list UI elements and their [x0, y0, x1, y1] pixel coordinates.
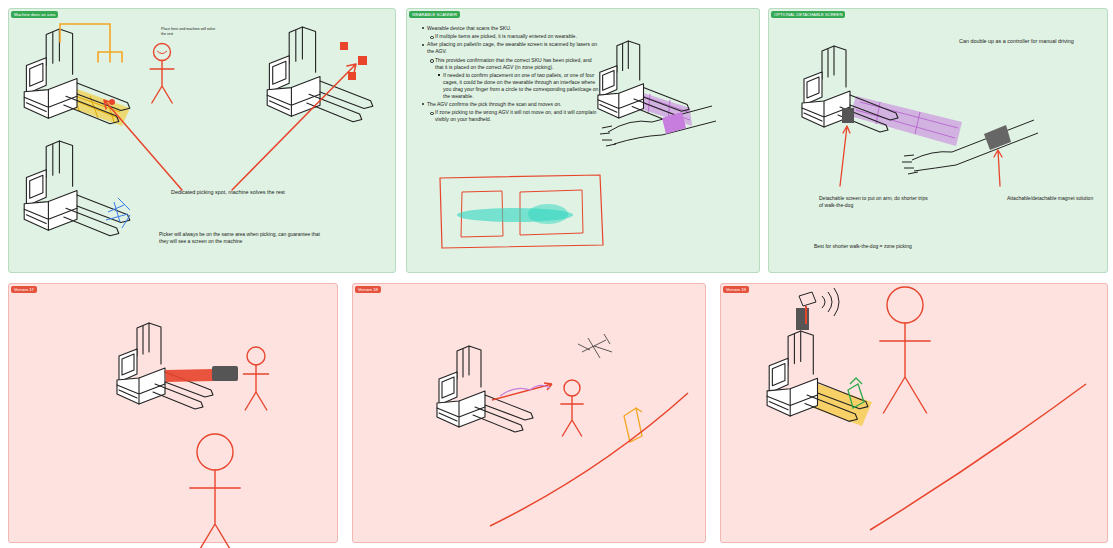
panel-one-sketch [66, 88, 130, 126]
panel-three-sketch [840, 126, 850, 186]
note-text: Can double up as a controller for manual… [959, 38, 1099, 45]
panel-three-sketch [856, 102, 958, 138]
panel-one-sketch [104, 100, 182, 190]
panel-one-sketch [358, 56, 367, 65]
panel-five-sketch [500, 385, 550, 396]
panel-six-sketch [799, 292, 816, 306]
panel-five-sketch [561, 380, 583, 436]
bullet-text: After placing on pallet/in cage, the wea… [427, 41, 599, 55]
panel-six-sketch [822, 288, 839, 316]
panel-one-sketch [340, 42, 348, 50]
note-text: Picker will always be on the same area w… [159, 231, 327, 244]
panel-three-sketch [994, 150, 1002, 186]
panel-six-sketch [870, 384, 1086, 530]
panel-tag: WEARABLE SCANNER [409, 11, 460, 18]
panel-tag: Machine does an area [11, 11, 58, 18]
panel-tag: Version 18 [355, 286, 381, 293]
bullet-text: This provides confirmation that the corr… [435, 57, 599, 71]
concept-panel: OPTIONAL DETACHABLE SCREEN Can double up … [768, 8, 1108, 273]
panel-four-sketch [243, 347, 268, 410]
panel-two-sketch [598, 41, 689, 123]
panel-tag: OPTIONAL DETACHABLE SCREEN [771, 11, 845, 18]
panel-four-sketch [190, 434, 240, 548]
panel-one-sketch [157, 51, 167, 54]
panel-three-sketch [850, 96, 962, 146]
panel-one-sketch [267, 27, 373, 122]
panel-two-sketch [461, 190, 583, 237]
panel-five-sketch [490, 393, 688, 526]
concept-panel: Machine does an areaPlace here and machi… [8, 8, 396, 273]
panel-one-sketch [24, 141, 130, 236]
panel-two-sketch [600, 106, 716, 146]
panel-six-sketch [848, 378, 864, 408]
panel-three-sketch [802, 46, 898, 132]
panel-six-sketch [805, 306, 807, 324]
panel-five-sketch [624, 408, 642, 442]
panel-two-sketch [640, 94, 690, 120]
panel-tag: Version 17 [11, 286, 37, 293]
panel-three-sketch [842, 108, 854, 123]
panel-three-sketch [802, 46, 1038, 186]
panel-three-sketch [902, 120, 1038, 174]
bullet-text: If zone picking to the wrong AGV it will… [435, 109, 599, 123]
panel-one-sketch [348, 72, 356, 80]
bullet-text: The AGV confirms the pick through the sc… [427, 101, 599, 108]
panel-two-sketch [528, 204, 568, 224]
note-text: Attachable/detachable magnet solution [1007, 195, 1099, 202]
panel-tag: Version 19 [723, 286, 749, 293]
panel-two-sketch [440, 41, 716, 248]
panel-one-sketch [60, 24, 122, 62]
panel-five-sketch [578, 334, 612, 358]
panel-two-sketch [440, 175, 603, 248]
panel-six-sketch [796, 308, 809, 330]
panel-three-sketch [984, 125, 1011, 150]
panel-four-sketch [117, 323, 269, 548]
note-text: Best for shorter walk-the-dog = zone pic… [814, 243, 974, 250]
note-text: Detachable screen to put on arm, do shor… [819, 195, 931, 208]
panel-one-sketch [24, 29, 130, 124]
panel-six-sketch [767, 331, 868, 421]
note-text: Dedicated picking spot, machine solves t… [171, 189, 299, 196]
bullet-text: Wearable device that scans the SKU. [427, 25, 599, 32]
panel-four-sketch [165, 369, 214, 382]
panel-six-sketch [808, 384, 872, 426]
panel-four-sketch [212, 366, 238, 381]
panel-six-sketch [880, 287, 930, 413]
panel-one-sketch [70, 90, 120, 122]
panel-two-sketch [662, 112, 686, 134]
bullet-list: Wearable device that scans the SKU.If mu… [421, 25, 599, 125]
panel-six-sketch [767, 287, 1086, 530]
note-text: Place here and machine will solve the re… [161, 27, 221, 36]
panel-two-sketch [638, 92, 692, 126]
panel-one-sketch [232, 64, 356, 190]
panel-one-sketch [106, 198, 130, 228]
concept-panel: Wearable device that scans the SKU.If mu… [406, 8, 760, 273]
version-panel: Version 17 [8, 283, 338, 543]
version-panel: Version 18 [352, 283, 706, 543]
bullet-text: If multiple items are picked, it is manu… [435, 33, 599, 40]
version-panel: Version 19 [720, 283, 1108, 543]
panel-one-sketch [24, 24, 373, 236]
panel-one-sketch [150, 44, 174, 104]
panel-five-sketch [492, 383, 552, 400]
panel-four-sketch [117, 323, 213, 409]
bullet-text: If needed to confirm placement on one of… [443, 72, 599, 100]
panel-one-sketch [109, 99, 115, 105]
panel-five-sketch [437, 346, 533, 432]
panel-five-sketch [437, 334, 688, 526]
panel-two-sketch [457, 208, 573, 222]
